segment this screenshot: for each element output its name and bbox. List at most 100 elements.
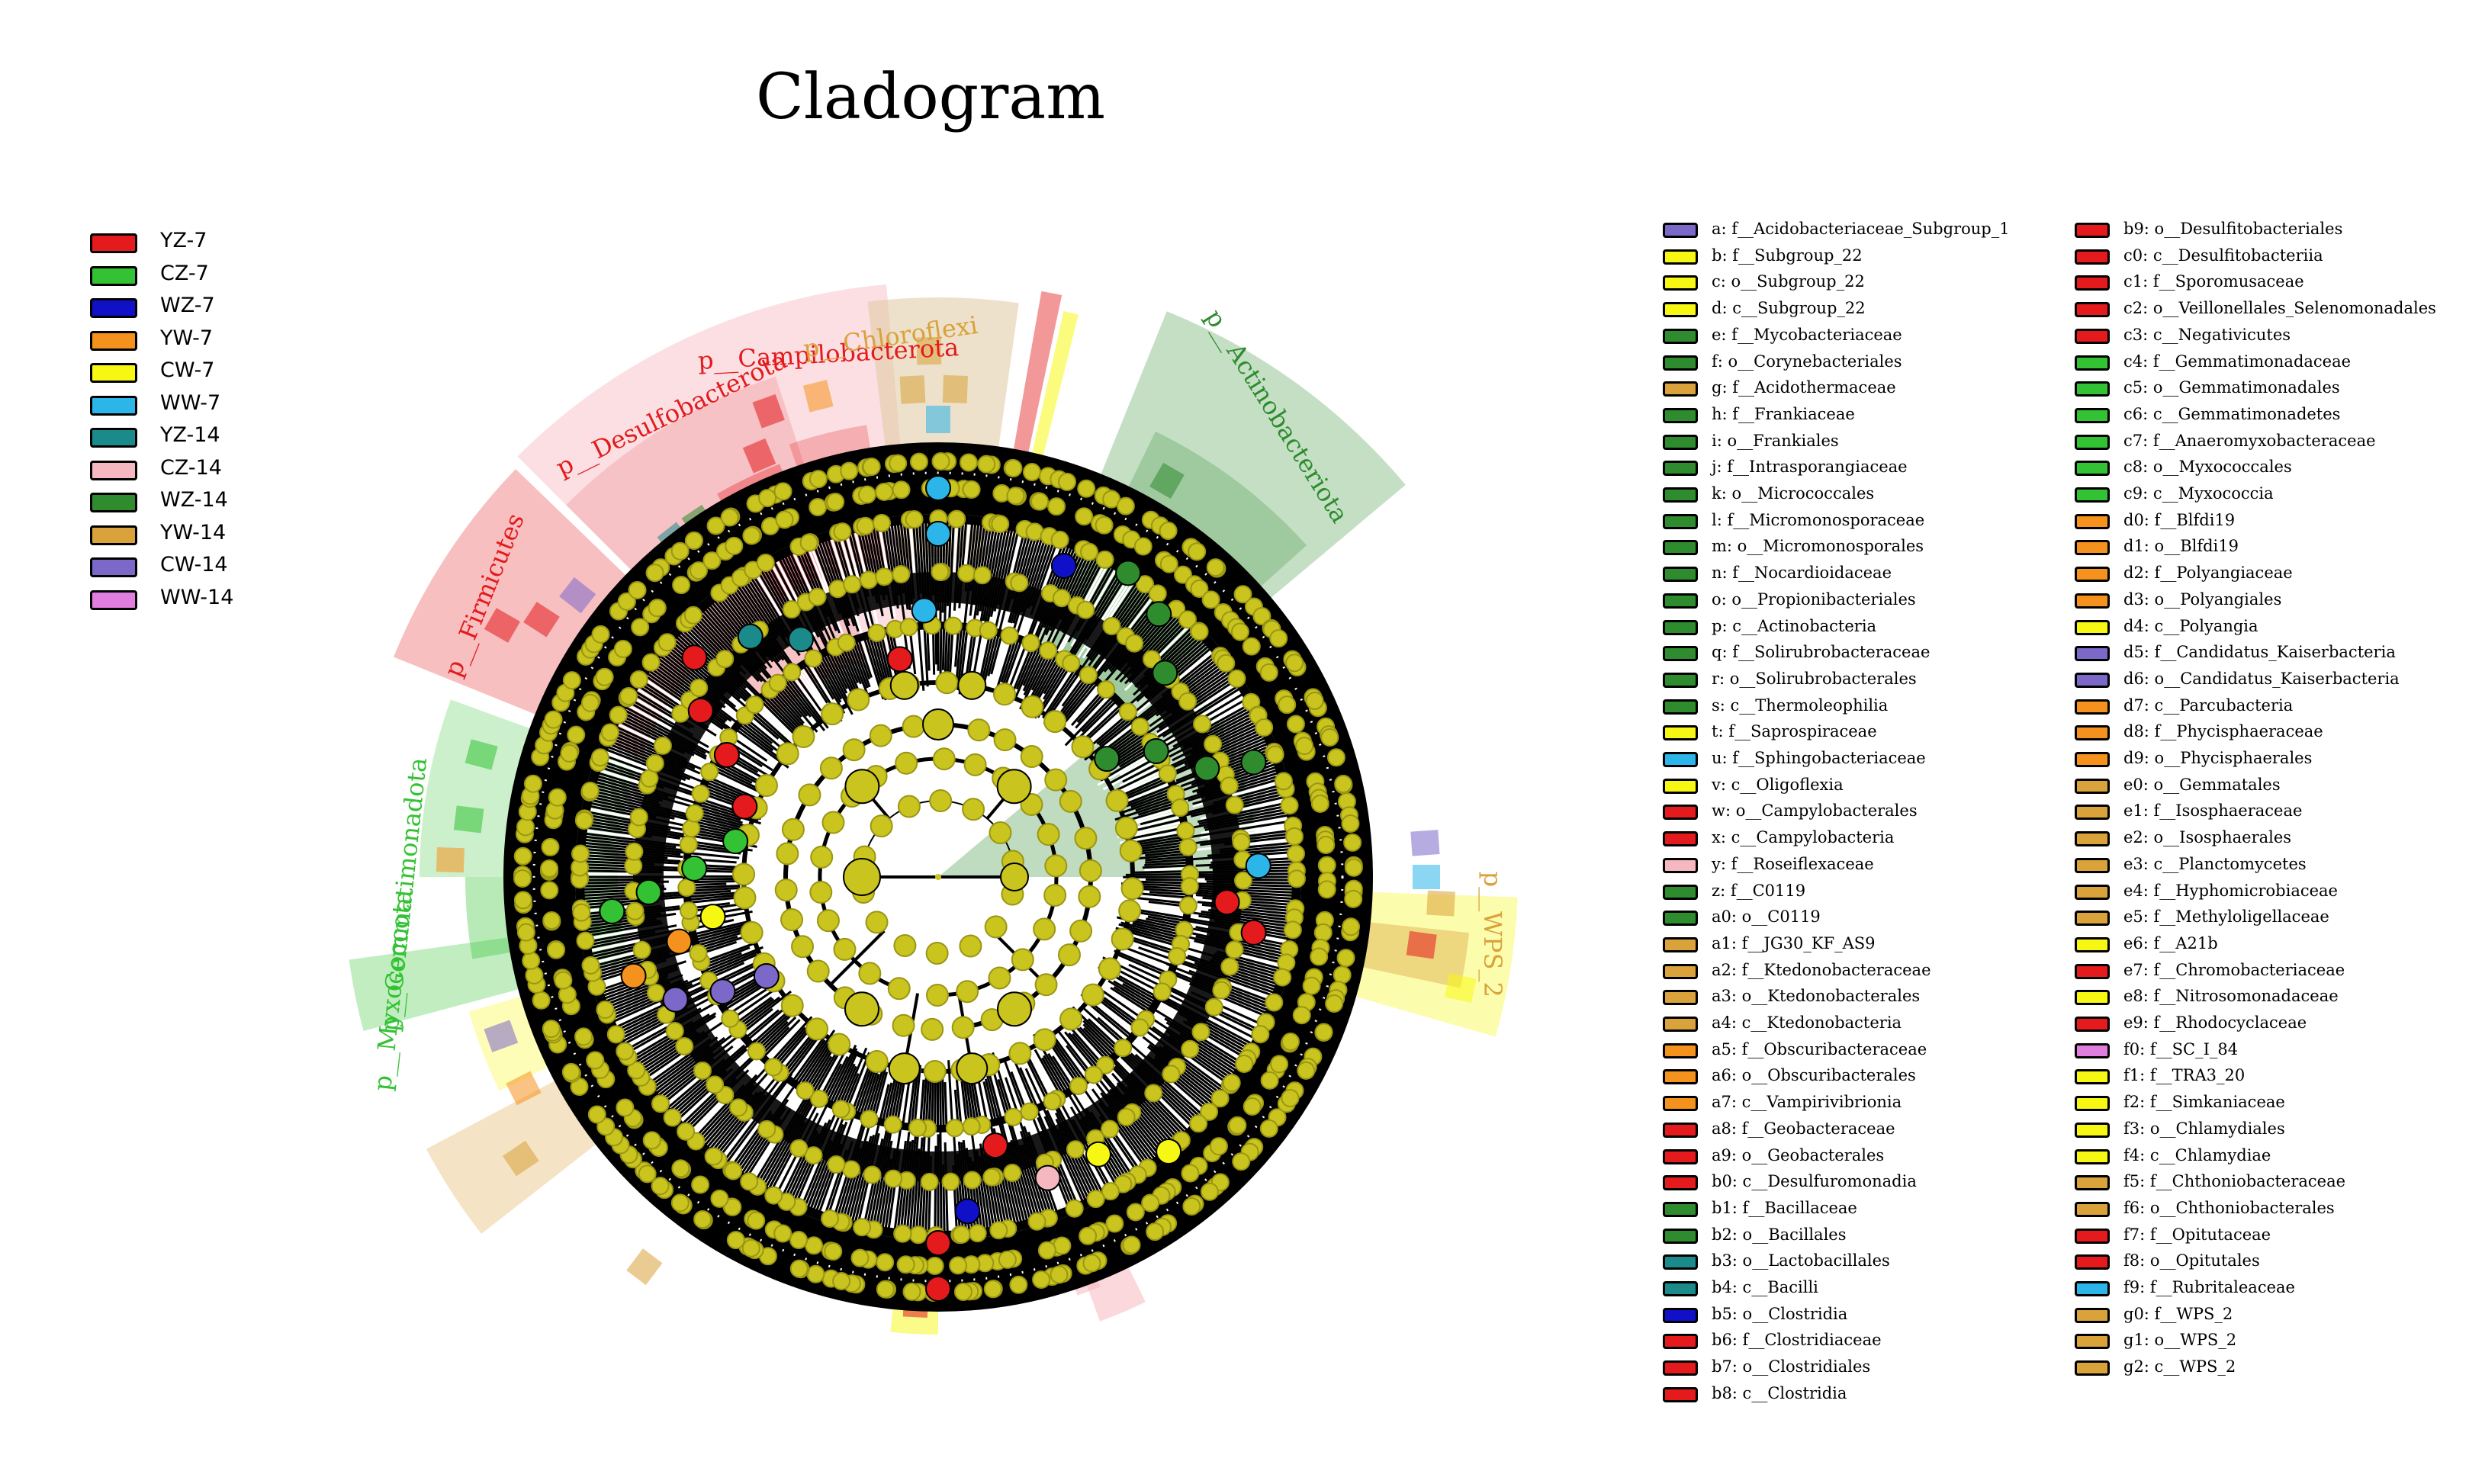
taxon-node xyxy=(677,1122,696,1141)
inner-branch xyxy=(1120,921,1183,940)
clade-swatch xyxy=(1663,990,1698,1006)
taxon-node xyxy=(799,533,818,552)
inner-branch xyxy=(825,651,848,694)
clade-label: t: f__Saprospiraceae xyxy=(1712,722,1877,741)
taxon-node xyxy=(616,1098,635,1117)
clade-label: a6: o__Obscuribacterales xyxy=(1712,1066,1916,1085)
taxon-node xyxy=(925,941,949,965)
taxon-node xyxy=(1148,584,1167,603)
clade-swatch xyxy=(2075,831,2110,847)
clade-tag xyxy=(484,608,521,643)
taxon-node xyxy=(574,1027,593,1046)
taxon-node xyxy=(1105,1214,1124,1233)
taxon-node xyxy=(1230,622,1249,641)
clade-tag xyxy=(523,602,560,638)
clade-label: d2: f__Polyangiaceae xyxy=(2123,564,2293,583)
clade-label: v: c__Oligoflexia xyxy=(1712,775,1844,794)
clade-label: c2: o__Veillonellales_Selenomonadales xyxy=(2123,299,2436,318)
leaf-branch xyxy=(1017,1115,1053,1218)
taxon-node xyxy=(631,618,650,637)
clade-swatch xyxy=(2075,699,2110,715)
taxon-node xyxy=(1044,768,1068,792)
clade-swatch xyxy=(2075,1042,2110,1058)
taxon-node xyxy=(1098,957,1121,981)
taxon-node xyxy=(648,599,667,618)
taxon-node xyxy=(596,1001,615,1020)
clade-swatch xyxy=(1663,1281,1698,1296)
inner-branch xyxy=(758,699,800,740)
clade-swatch xyxy=(2075,381,2110,397)
taxon-node xyxy=(796,1081,815,1100)
taxon-node xyxy=(1336,949,1355,968)
taxon-node xyxy=(1052,589,1071,608)
taxon-node xyxy=(953,1283,972,1302)
inner-branch xyxy=(693,922,751,939)
taxon-node xyxy=(679,901,698,920)
clade-label: a9: o__Geobacterales xyxy=(1712,1145,1885,1164)
taxon-node xyxy=(628,580,647,599)
inner-branch xyxy=(748,709,792,748)
inner-branch xyxy=(701,942,755,964)
taxon-node xyxy=(876,1253,895,1272)
taxon-node xyxy=(989,821,1012,845)
taxon-node xyxy=(858,962,882,985)
taxon-node xyxy=(1078,885,1101,908)
inner-branch xyxy=(1121,792,1176,814)
group-swatch xyxy=(90,428,137,448)
taxon-node xyxy=(923,1059,947,1083)
taxon-node xyxy=(1212,981,1231,1000)
biomarker-node xyxy=(737,623,764,650)
inner-branch xyxy=(746,1009,784,1042)
inner-branch xyxy=(706,953,757,978)
inner-branch xyxy=(1114,798,1178,821)
clade-swatch xyxy=(2075,223,2110,238)
taxon-node xyxy=(513,891,532,910)
taxon-node xyxy=(726,1231,745,1250)
inner-branch xyxy=(917,625,925,691)
clade-label: j: f__Intrasporangiaceae xyxy=(1712,458,1908,477)
inner-branch xyxy=(1145,858,1190,864)
taxon-node xyxy=(1284,827,1304,846)
biomarker-node xyxy=(620,962,647,989)
clade-label: g0: f__WPS_2 xyxy=(2123,1304,2233,1323)
taxon-node xyxy=(1084,1065,1103,1084)
biomarker-node xyxy=(1094,746,1120,773)
inner-branch xyxy=(1120,947,1173,970)
taxon-node xyxy=(1136,575,1155,594)
taxon-node xyxy=(1097,680,1116,699)
clade-label: f1: f__TRA3_20 xyxy=(2123,1066,2246,1085)
clade-swatch xyxy=(1663,1228,1698,1244)
taxon-node xyxy=(895,751,918,775)
taxon-node xyxy=(1118,702,1137,721)
clade-label: d5: f__Candidatus_Kaiserbacteria xyxy=(2123,643,2396,662)
taxon-node xyxy=(522,951,541,970)
taxon-node xyxy=(782,600,801,619)
clade-swatch xyxy=(2075,805,2110,821)
taxon-node xyxy=(998,1250,1017,1269)
biomarker-node xyxy=(1034,1164,1061,1191)
group-label: CW-14 xyxy=(160,553,228,577)
clade-tag xyxy=(506,1071,542,1106)
taxon-node xyxy=(884,1169,903,1188)
clade-label: b7: o__Clostridiales xyxy=(1712,1357,1871,1376)
taxon-node xyxy=(513,869,532,888)
group-swatch xyxy=(90,395,137,416)
taxon-node xyxy=(1022,463,1041,482)
clade-swatch xyxy=(2075,513,2110,529)
inner-branch xyxy=(1113,986,1153,1012)
taxon-node xyxy=(1006,487,1025,506)
taxon-node xyxy=(1082,1254,1101,1273)
taxon-node xyxy=(1283,920,1302,940)
inner-branch xyxy=(984,1078,998,1123)
clade-swatch xyxy=(2075,884,2110,900)
taxon-node xyxy=(1158,764,1177,783)
inner-branch xyxy=(1135,880,1190,885)
taxon-node xyxy=(850,1248,870,1267)
clade-label: b1: f__Bacillaceae xyxy=(1712,1198,1857,1217)
taxon-node xyxy=(1190,580,1209,599)
taxon-node xyxy=(865,1050,889,1074)
clade-tag xyxy=(742,438,776,474)
taxon-node xyxy=(876,1280,895,1299)
taxon-node xyxy=(908,1118,927,1137)
clade-swatch xyxy=(1663,646,1698,662)
